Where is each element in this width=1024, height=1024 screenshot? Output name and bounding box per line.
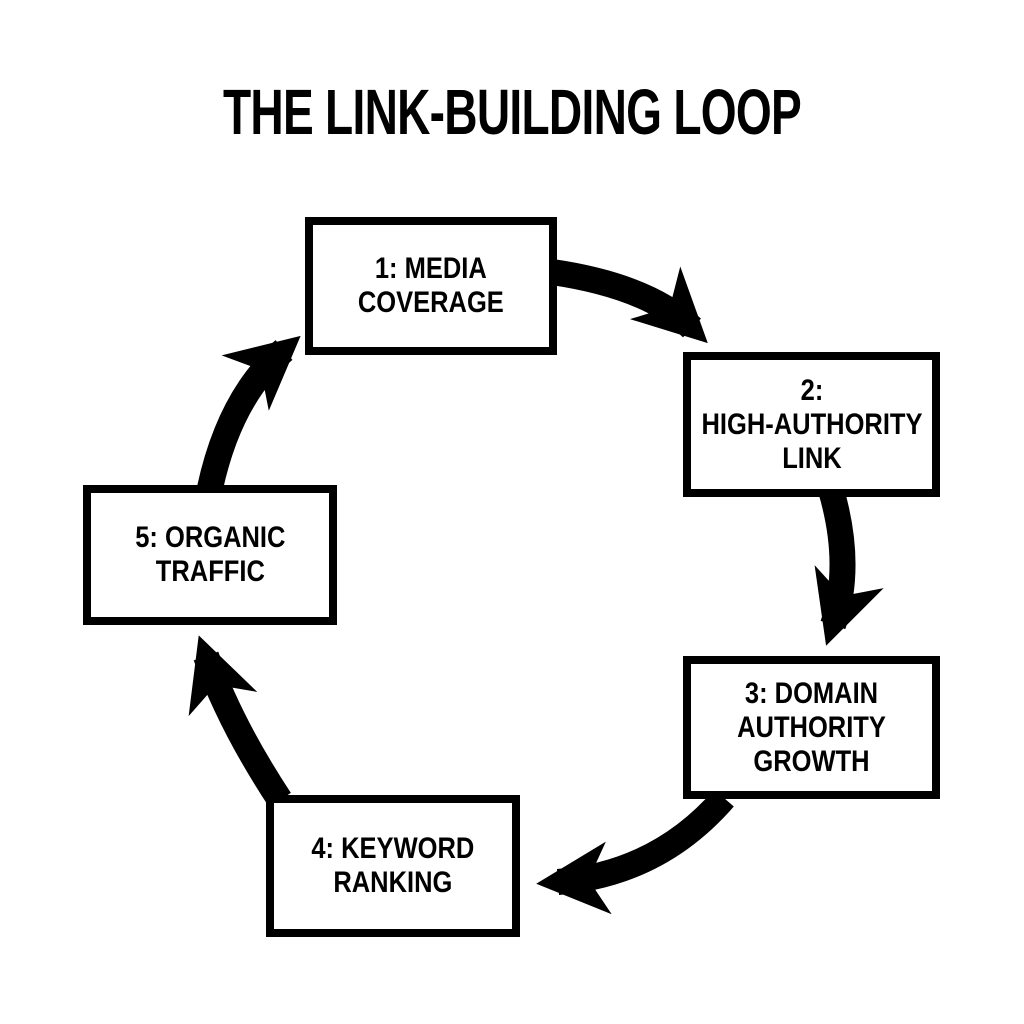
arrow-5-to-1 (197, 335, 301, 491)
arrow-4-to-5 (188, 635, 291, 808)
node-keyword-ranking: 4: KEYWORD RANKING (266, 795, 520, 937)
node-media-coverage-label: 1: MEDIA COVERAGE (358, 252, 504, 319)
arrow-3-to-4 (536, 789, 734, 915)
node-organic-traffic: 5: ORGANIC TRAFFIC (83, 485, 337, 625)
node-high-authority-link: 2: HIGH-AUTHORITY LINK (683, 352, 940, 497)
node-domain-authority-growth-label: 3: DOMAIN AUTHORITY GROWTH (737, 676, 886, 778)
diagram-title: THE LINK-BUILDING LOOP (222, 76, 802, 148)
node-keyword-ranking-label: 4: KEYWORD RANKING (311, 832, 475, 899)
arrow-2-to-3 (814, 486, 884, 646)
node-organic-traffic-label: 5: ORGANIC TRAFFIC (134, 521, 286, 588)
node-media-coverage: 1: MEDIA COVERAGE (305, 217, 557, 355)
node-domain-authority-growth: 3: DOMAIN AUTHORITY GROWTH (683, 656, 940, 799)
arrow-1-to-2 (550, 259, 708, 344)
node-high-authority-link-label: 2: HIGH-AUTHORITY LINK (701, 373, 923, 475)
